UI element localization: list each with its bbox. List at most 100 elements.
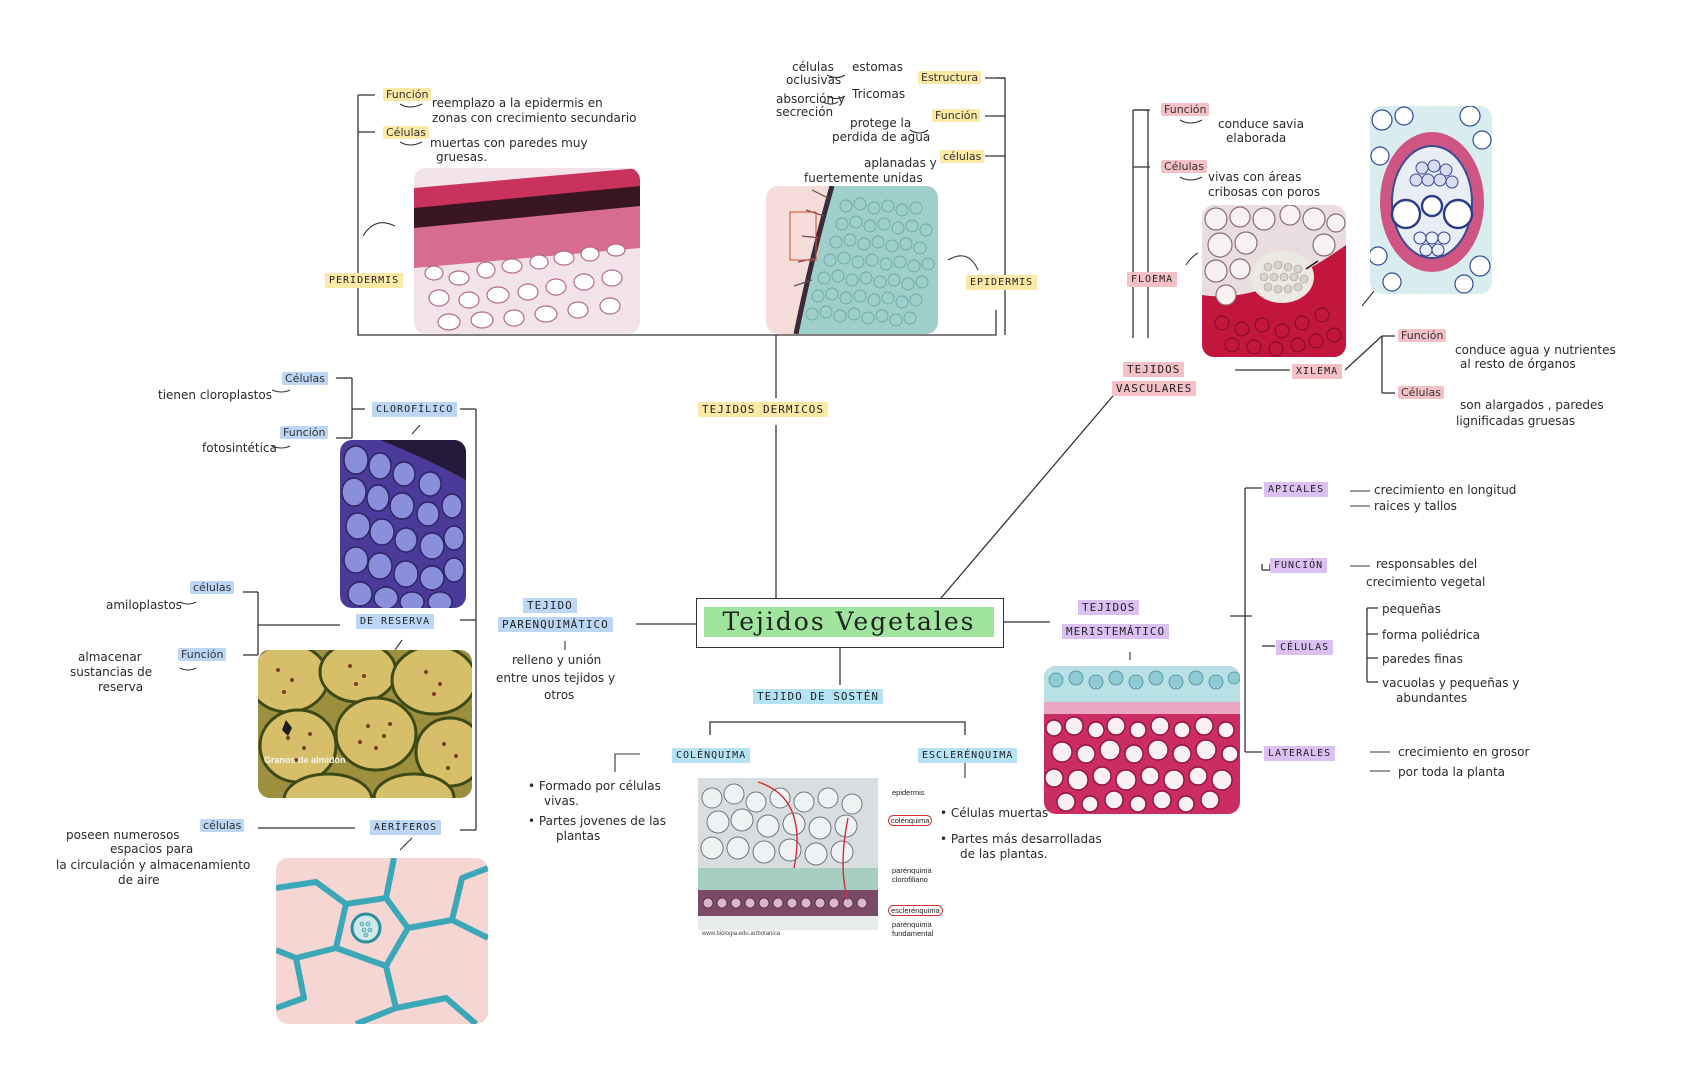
aeriferos-micrograph [276, 858, 488, 1024]
laterales-label: LATERALES [1264, 746, 1336, 761]
sosten-photo-parenquima-clorofiliano-1: parénquima [892, 866, 932, 875]
colenquima-bullet-1a: • Formado por células [528, 779, 661, 793]
tejidos-dermicos-label: TEJIDOS DERMICOS [698, 402, 828, 417]
reserva-funcion-text-2: sustancias de [70, 665, 153, 679]
parenquimatico-desc-1: relleno y unión [512, 653, 602, 667]
peridermis-funcion-text-1: reemplazo a la epidermis en [432, 96, 603, 110]
sosten-micrograph [698, 778, 878, 930]
epidermis-celulas-oclusivas-2: oclusivas [786, 73, 842, 87]
xilema-funcion-text-2: al resto de órganos [1460, 357, 1576, 371]
celulas-meristematico-last-2: abundantes [1396, 691, 1468, 705]
reserva-funcion-text-3: reserva [98, 680, 144, 694]
reserva-funcion-text-1: almacenar [78, 650, 142, 664]
epidermis-celulas-oclusivas-1: células [792, 60, 834, 74]
funcion-meristematico-text-2: crecimiento vegetal [1366, 575, 1486, 589]
reserva-photo-caption: Granos de almidón [264, 755, 346, 765]
aeriferos-celulas-tag: células [200, 819, 245, 832]
floema-funcion-text-1: conduce savia [1218, 117, 1304, 131]
colenquima-bullet-2a: • Partes jovenes de las [528, 814, 667, 828]
funcion-meristematico-text-1: responsables del [1376, 557, 1478, 571]
aeriferos-celulas-text-3: la circulación y almacenamiento [56, 858, 251, 872]
colenquima-bullet-1a-text: Formado por células [538, 779, 661, 793]
celulas-meristematico-item-2: forma poliédrica [1382, 628, 1480, 642]
clorofilico-micrograph [340, 440, 466, 608]
floema-label: FLOEMA [1127, 272, 1178, 287]
reserva-celulas-tag: células [190, 581, 235, 594]
sosten-photo-parenquima-fundamental-1: parénquima [892, 920, 932, 929]
tejidos-meristematico-label-1: TEJIDOS [1078, 600, 1140, 615]
floema-celulas-tag: Células [1161, 160, 1208, 173]
meristematico-micrograph [1044, 666, 1240, 814]
epidermis-celulas-tag: células [940, 150, 985, 163]
celulas-meristematico-last-1: vacuolas y pequeñas y [1382, 676, 1520, 690]
central-title: Tejidos Vegetales [704, 607, 994, 637]
xilema-funcion-tag: Función [1398, 329, 1447, 342]
peridermis-celulas-text-2: gruesas. [436, 150, 488, 164]
xilema-celulas-tag: Células [1398, 386, 1445, 399]
tejidos-vasculares-label-1: TEJIDOS [1123, 362, 1185, 377]
tejidos-vasculares-label-2: VASCULARES [1112, 381, 1197, 396]
esclerenquima-bullet-1-text: Células muertas [950, 806, 1049, 820]
esclerenquima-bullet-1: • Células muertas [940, 806, 1049, 820]
esclerenquima-bullet-2b: de las plantas. [960, 847, 1048, 861]
colenquima-bullet-2b: plantas [556, 829, 601, 843]
peridermis-funcion-tag: Función [383, 88, 432, 101]
epidermis-funcion-tag: Función [932, 109, 981, 122]
reserva-funcion-tag: Función [178, 648, 227, 661]
xilema-funcion-text-1: conduce agua y nutrientes [1455, 343, 1616, 357]
laterales-item-2: por toda la planta [1398, 765, 1506, 779]
epidermis-funcion-text-1: protege la [850, 116, 912, 130]
peridermis-celulas-text-1: muertas con paredes muy [430, 136, 588, 150]
peridermis-micrograph [414, 168, 640, 334]
esclerenquima-label: ESCLERÉNQUIMA [918, 748, 1018, 763]
sosten-photo-epidermis: epidermis [892, 788, 925, 797]
epidermis-tricomas: Tricomas [852, 87, 906, 101]
colenquima-bullet-2a-text: Partes jovenes de las [538, 814, 667, 828]
clorofilico-label: CLOROFÍLICO [372, 402, 458, 417]
reserva-micrograph: Granos de almidón [258, 650, 472, 798]
apicales-item-1: crecimiento en longitud [1374, 483, 1517, 497]
xilema-celulas-text-1: son alargados , paredes [1460, 398, 1604, 412]
xilema-label: XILEMA [1292, 364, 1343, 379]
sosten-photo-watermark: www.biologia.edu.ar/botanica [702, 931, 781, 937]
aeriferos-celulas-text-2: espacios para [110, 842, 194, 856]
epidermis-absorcion-1: absorción y [776, 92, 846, 106]
reserva-label: DE RESERVA [356, 614, 435, 629]
laterales-item-1: crecimiento en grosor [1398, 745, 1530, 759]
epidermis-label: EPIDERMIS [966, 275, 1038, 290]
epidermis-micrograph [766, 186, 938, 334]
epidermis-estomas: estomas [852, 60, 903, 74]
peridermis-funcion-text-2: zonas con crecimiento secundario [432, 111, 637, 125]
tejido-parenquimatico-label-2: PARENQUIMÁTICO [498, 617, 613, 632]
sosten-photo-parenquima-clorofiliano-2: clorofiliano [892, 875, 928, 884]
epidermis-funcion-text-2: perdida de agua [832, 130, 931, 144]
sosten-photo-esclerenquima: esclerénquima [888, 905, 943, 916]
floema-funcion-text-2: elaborada [1226, 131, 1287, 145]
floema-micrograph [1202, 205, 1346, 357]
celulas-meristematico-label: CÉLULAS [1276, 640, 1334, 655]
tejidos-meristematico-label-2: MERISTEMÁTICO [1062, 624, 1170, 639]
peridermis-label: PERIDERMIS [325, 273, 404, 288]
epidermis-celulas-text-1: aplanadas y [864, 156, 937, 170]
tejido-parenquimatico-label-1: TEJIDO [523, 598, 577, 613]
clorofilico-funcion-tag: Función [280, 426, 329, 439]
apicales-item-2: raices y tallos [1374, 499, 1457, 513]
reserva-celulas-text: amiloplastos [106, 598, 182, 612]
epidermis-estructura-tag: Estructura [918, 71, 982, 84]
parenquimatico-desc-3: otros [544, 688, 575, 702]
xilema-micrograph [1370, 106, 1492, 294]
clorofilico-celulas-tag: Células [282, 372, 329, 385]
clorofilico-celulas-text: tienen cloroplastos [158, 388, 272, 402]
floema-celulas-text-2: cribosas con poros [1208, 185, 1321, 199]
epidermis-celulas-text-2: fuertemente unidas [804, 171, 923, 185]
parenquimatico-desc-2: entre unos tejidos y [496, 671, 616, 685]
aeriferos-celulas-text-4: de aire [118, 873, 160, 887]
apicales-label: APICALES [1264, 482, 1329, 497]
clorofilico-funcion-text: fotosintética [202, 441, 277, 455]
epidermis-absorcion-2: secreción [776, 105, 834, 119]
colenquima-label: COLÉNQUIMA [672, 748, 751, 763]
xilema-celulas-text-2: lignificadas gruesas [1456, 414, 1576, 428]
aeriferos-label: AERÍFEROS [370, 820, 442, 835]
